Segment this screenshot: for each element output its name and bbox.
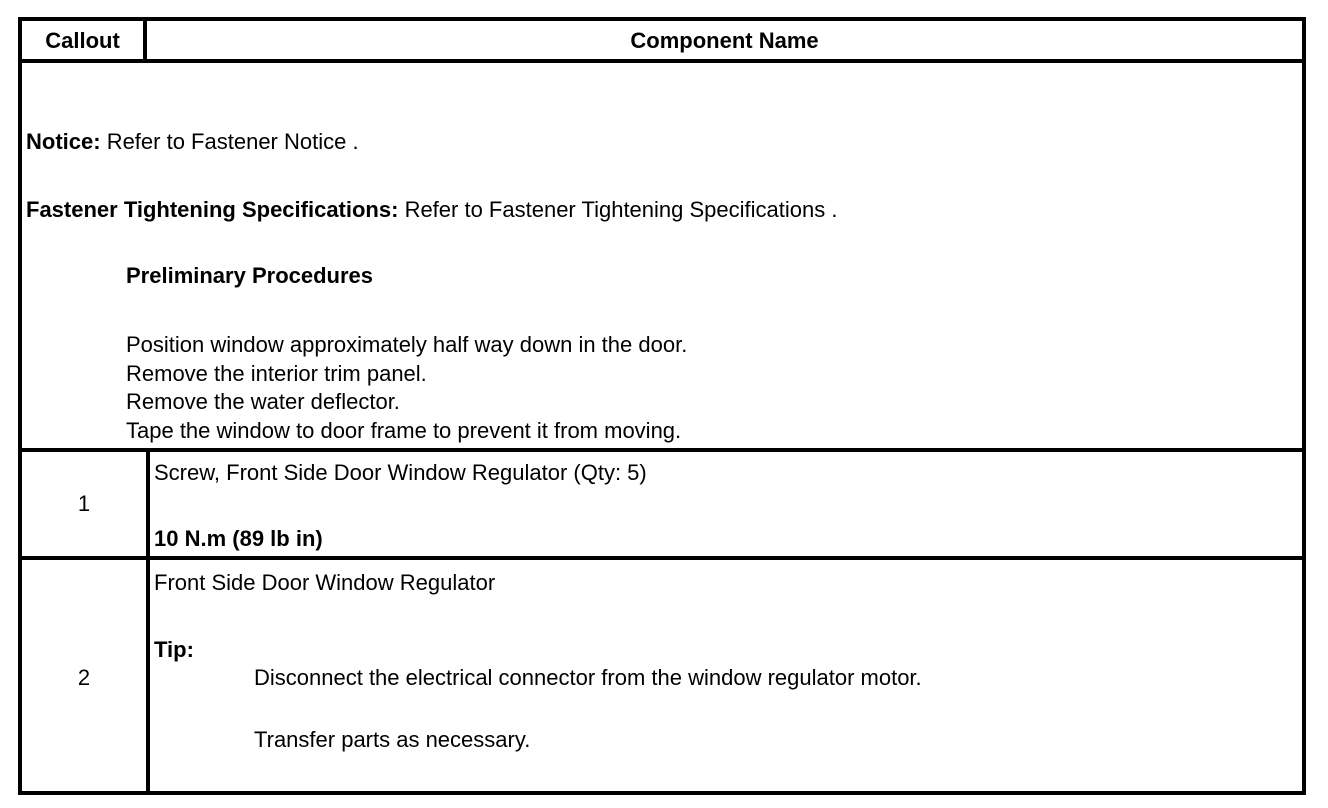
tip-label: Tip: (154, 637, 194, 662)
row-callout: 1 (22, 452, 150, 556)
procedure-table: Callout Component Name Notice: Refer to … (18, 17, 1306, 795)
fastener-spec-label: Fastener Tightening Specifications: (26, 197, 399, 222)
notice-line: Notice: Refer to Fastener Notice . (26, 129, 359, 155)
table-row: 1 Screw, Front Side Door Window Regulato… (22, 452, 1302, 560)
table-row: 2 Front Side Door Window Regulator Tip: … (22, 560, 1302, 795)
notice-label: Notice: (26, 129, 101, 154)
tip-item: Transfer parts as necessary. (254, 727, 531, 752)
row-callout: 2 (22, 560, 150, 795)
preliminary-heading: Preliminary Procedures (126, 263, 374, 288)
preliminary-step: Remove the water deflector. (126, 389, 400, 414)
header-component-name: Component Name (630, 28, 819, 53)
fastener-spec-text: Refer to Fastener Tightening Specificati… (404, 197, 838, 222)
tip-item: Disconnect the electrical connector from… (254, 665, 922, 690)
row-torque: 10 N.m (89 lb in) (154, 526, 323, 551)
intro-section: Notice: Refer to Fastener Notice . Faste… (22, 63, 1302, 452)
preliminary-step: Position window approximately half way d… (126, 332, 688, 357)
fastener-spec-line: Fastener Tightening Specifications: Refe… (26, 197, 837, 223)
table-header: Callout Component Name (22, 21, 1302, 63)
row-component: Screw, Front Side Door Window Regulator … (154, 460, 647, 485)
row-component: Front Side Door Window Regulator (154, 570, 496, 595)
notice-text: Refer to Fastener Notice . (106, 129, 359, 154)
preliminary-step: Remove the interior trim panel. (126, 361, 427, 386)
preliminary-step: Tape the window to door frame to prevent… (126, 418, 682, 443)
header-callout: Callout (22, 21, 147, 59)
